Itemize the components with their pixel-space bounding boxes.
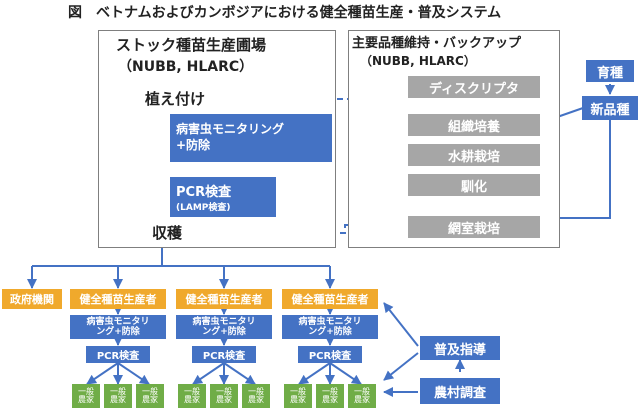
new-variety-box: 新品種 (582, 96, 638, 120)
monitor-box-3: 病害虫モニタリ ング+防除 (282, 315, 378, 339)
pcr-box-2: PCR検査 (192, 346, 256, 363)
farmer-box: 一般 農家 (136, 384, 164, 408)
government-box: 政府機関 (2, 289, 62, 309)
pcr-test-sub: (LAMP検査) (176, 203, 231, 213)
descriptor-box: ディスクリプタ (408, 76, 540, 98)
farmer-box: 一般 農家 (284, 384, 312, 408)
acclimation-box: 馴化 (408, 174, 540, 196)
producer-box-1: 健全種苗生産者 (70, 289, 166, 309)
stock-panel-title: ストック種苗生産圃場 (116, 36, 267, 54)
net-house-box: 網室栽培 (408, 216, 540, 238)
harvest-label: 収穫 (152, 224, 183, 242)
breeding-box: 育種 (586, 60, 634, 82)
pcr-box-1: PCR検査 (86, 346, 150, 363)
producer-box-2: 健全種苗生産者 (176, 289, 272, 309)
farmer-box: 一般 農家 (72, 384, 100, 408)
monitor-box-1: 病害虫モニタリ ング+防除 (70, 315, 166, 339)
monitor-box-2: 病害虫モニタリ ング+防除 (176, 315, 272, 339)
pcr-test-box: PCR検査 (LAMP検査) (170, 177, 276, 217)
tissue-culture-box: 組織培養 (408, 114, 540, 136)
farmer-box: 一般 農家 (178, 384, 206, 408)
planting-label: 植え付け (145, 90, 206, 108)
farmer-box: 一般 農家 (348, 384, 376, 408)
hydroponics-box: 水耕栽培 (408, 144, 540, 166)
farmer-box: 一般 農家 (242, 384, 270, 408)
backup-panel-subtitle: （NUBB, HLARC） (360, 54, 476, 68)
farmer-box: 一般 農家 (316, 384, 344, 408)
new-variety-arrow-down (537, 120, 611, 223)
pcr-box-3: PCR検査 (298, 346, 362, 363)
farmer-box: 一般 農家 (210, 384, 238, 408)
producer-box-3: 健全種苗生産者 (282, 289, 378, 309)
pcr-test-label: PCR検査 (176, 185, 232, 200)
extension-guidance-box: 普及指導 (420, 336, 500, 360)
pest-monitoring-box: 病害虫モニタリング +防除 (170, 114, 332, 162)
rural-survey-box: 農村調査 (420, 378, 500, 404)
figure-title: 図 ベトナムおよびカンボジアにおける健全種苗生産・普及システム (68, 5, 502, 21)
farmer-box: 一般 農家 (104, 384, 132, 408)
stock-panel-subtitle: （NUBB, HLARC） (118, 59, 254, 75)
backup-panel-title: 主要品種維持・バックアップ (352, 36, 522, 51)
backup-panel (348, 30, 560, 248)
